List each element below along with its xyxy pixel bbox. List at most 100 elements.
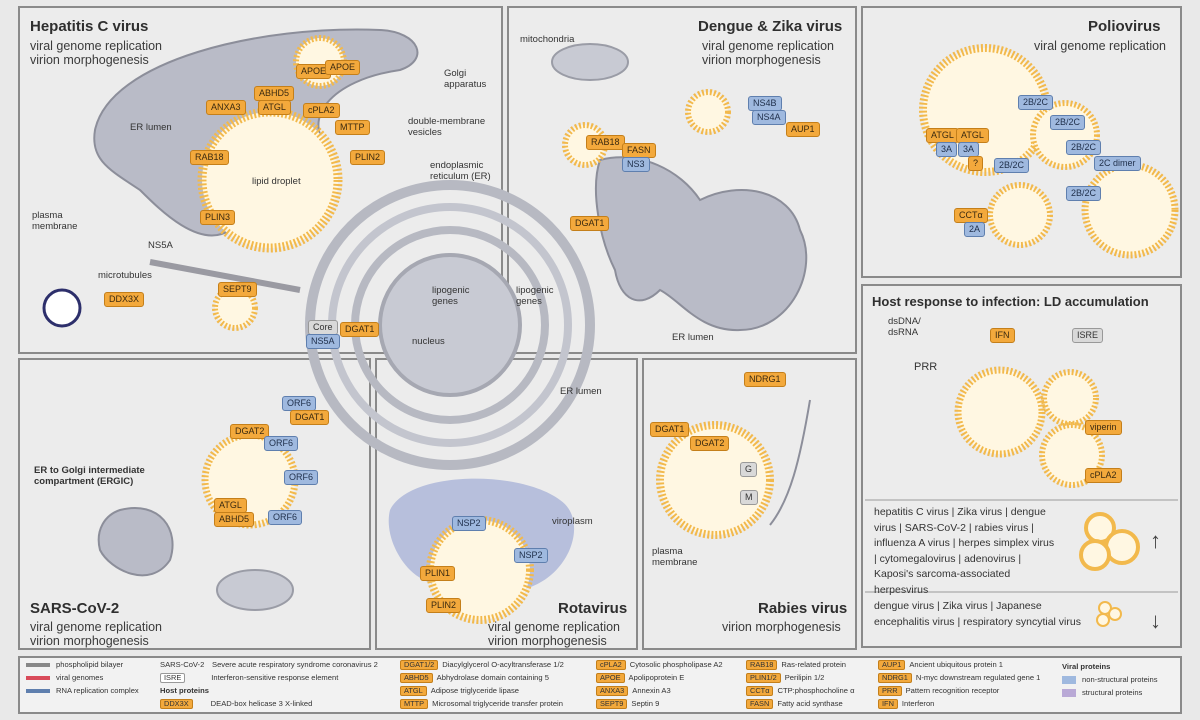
legend-desc: CTP:phosphocholine α bbox=[777, 686, 855, 695]
down-arrow-icon: ↓ bbox=[1150, 608, 1161, 633]
legend-desc: Cytosolic phospholipase A2 bbox=[629, 660, 723, 669]
legend-swatch-icon bbox=[1062, 676, 1076, 684]
legend-abbr: ANXA3 bbox=[596, 686, 629, 696]
tag-ccta: CCTα bbox=[954, 208, 988, 223]
legend-abbr: DDX3X bbox=[160, 699, 193, 709]
hcv-lipogenic-label: lipogenic genes bbox=[432, 285, 470, 307]
tag-sept9: SEPT9 bbox=[218, 282, 257, 297]
legend-desc: Microsomal triglyceride transfer protein bbox=[432, 699, 563, 708]
tag-2c-dimer: 2C dimer bbox=[1094, 156, 1141, 171]
legend-abbr: DGAT1/2 bbox=[400, 660, 439, 670]
tag-orf6-a: ORF6 bbox=[282, 396, 317, 411]
hcv-title: Hepatitis C virus bbox=[30, 18, 149, 35]
host-increase-text: hepatitis C virus | Zika virus | dengue … bbox=[874, 506, 1055, 596]
hcv-ns5a-label: NS5A bbox=[148, 240, 173, 251]
legend-entry: RNA replication complex bbox=[26, 686, 139, 695]
tag-orf6-c: ORF6 bbox=[284, 470, 319, 485]
legend-desc: viral genomes bbox=[56, 673, 104, 682]
panel-host bbox=[861, 284, 1182, 648]
tag-rab18-dengue: RAB18 bbox=[586, 135, 625, 150]
legend-desc: Septin 9 bbox=[631, 699, 660, 708]
legend-desc: Adipose triglyceride lipase bbox=[430, 686, 519, 695]
legend-abbr: MTTP bbox=[400, 699, 429, 709]
rabies-pm-label: plasma membrane bbox=[652, 546, 698, 568]
tag-plin2-rota: PLIN2 bbox=[426, 598, 462, 613]
hcv-lipid-droplet bbox=[197, 107, 343, 253]
hcv-lipid-droplet-label: lipid droplet bbox=[252, 176, 301, 187]
tag-isre: ISRE bbox=[1072, 328, 1104, 343]
tag-nsp2-a: NSP2 bbox=[452, 516, 486, 531]
tag-atgl-sars: ATGL bbox=[214, 498, 247, 513]
sars-title: SARS-CoV-2 bbox=[30, 600, 120, 617]
tag-anxa3: ANXA3 bbox=[206, 100, 246, 115]
tag-mttp: MTTP bbox=[335, 120, 370, 135]
polio-subtitle: viral genome replication bbox=[1034, 39, 1167, 53]
tag-aup1: AUP1 bbox=[786, 122, 820, 137]
dengue-er bbox=[594, 156, 808, 332]
tag-question: ? bbox=[968, 156, 984, 171]
legend-desc: Apolipoprotein E bbox=[628, 673, 685, 682]
tag-dgat1-hcv: DGAT1 bbox=[340, 322, 380, 337]
tag-atgl-polio-1: ATGL bbox=[926, 128, 959, 143]
tag-2a: 2A bbox=[964, 222, 986, 237]
hcv-subtitle: viral genome replication virion morphoge… bbox=[30, 39, 163, 67]
legend-abbr: PLIN1/2 bbox=[746, 673, 781, 683]
legend-abbr: SEPT9 bbox=[596, 699, 628, 709]
tag-2b2c-5: 2B/2C bbox=[1066, 186, 1102, 201]
legend-desc: Interferon bbox=[901, 699, 935, 708]
host-prr-label: PRR bbox=[914, 361, 938, 373]
legend-abbr: ISRE bbox=[160, 673, 186, 683]
hcv-nucleus-label: nucleus bbox=[412, 336, 445, 347]
rota-title: Rotavirus bbox=[558, 600, 628, 617]
legend-desc: Pattern recognition receptor bbox=[905, 686, 1000, 695]
hcv-plasma-membrane-label: plasma membrane bbox=[32, 210, 78, 232]
legend-abbr: SARS-CoV-2 bbox=[160, 660, 205, 669]
legend-desc: Ancient ubiquitous protein 1 bbox=[909, 660, 1004, 669]
legend-desc: Ras-related protein bbox=[781, 660, 847, 669]
tag-core: Core bbox=[308, 320, 338, 335]
legend-abbr: PRR bbox=[878, 686, 902, 696]
legend-desc: DEAD-box helicase 3 X-linked bbox=[210, 699, 313, 708]
tag-dgat2-rabies: DGAT2 bbox=[690, 436, 730, 451]
tag-cpla2: cPLA2 bbox=[303, 103, 340, 118]
tag-plin2: PLIN2 bbox=[350, 150, 386, 165]
legend-abbr: APOE bbox=[596, 673, 625, 683]
up-arrow-icon: ↑ bbox=[1150, 528, 1161, 553]
legend-desc: N-myc downstream regulated gene 1 bbox=[915, 673, 1041, 682]
legend-entry: Host proteins bbox=[160, 686, 209, 695]
legend-desc: RNA replication complex bbox=[56, 686, 139, 695]
tag-apoe-2: APOE bbox=[325, 60, 361, 75]
legend-viral-entry: structural proteins bbox=[1062, 688, 1142, 697]
dengue-lipogenic-label: lipogenic genes bbox=[516, 285, 554, 307]
legend-desc: Perilipin 1/2 bbox=[784, 673, 825, 682]
host-dsdna-label: dsDNA/ dsRNA bbox=[888, 316, 921, 338]
rota-subtitle: viral genome replication virion morphoge… bbox=[488, 620, 621, 648]
hcv-microtubules-label: microtubules bbox=[98, 270, 152, 281]
sars-subtitle: viral genome replication virion morphoge… bbox=[30, 620, 163, 648]
tag-nsp2-b: NSP2 bbox=[514, 548, 548, 563]
tag-abhd5-sars: ABHD5 bbox=[214, 512, 255, 527]
tag-ns4a: NS4A bbox=[752, 110, 786, 125]
hcv-er-lumen-label: ER lumen bbox=[130, 122, 172, 133]
legend-desc: phospholipid bilayer bbox=[56, 660, 124, 669]
legend-abbr: RAB18 bbox=[746, 660, 778, 670]
tag-orf6-d: ORF6 bbox=[268, 510, 303, 525]
legend-entry: phospholipid bilayer bbox=[26, 660, 123, 669]
legend-abbr: Host proteins bbox=[160, 686, 209, 695]
legend-abbr: ATGL bbox=[400, 686, 427, 696]
tag-rab18: RAB18 bbox=[190, 150, 229, 165]
legend-desc: Annexin A3 bbox=[632, 686, 671, 695]
